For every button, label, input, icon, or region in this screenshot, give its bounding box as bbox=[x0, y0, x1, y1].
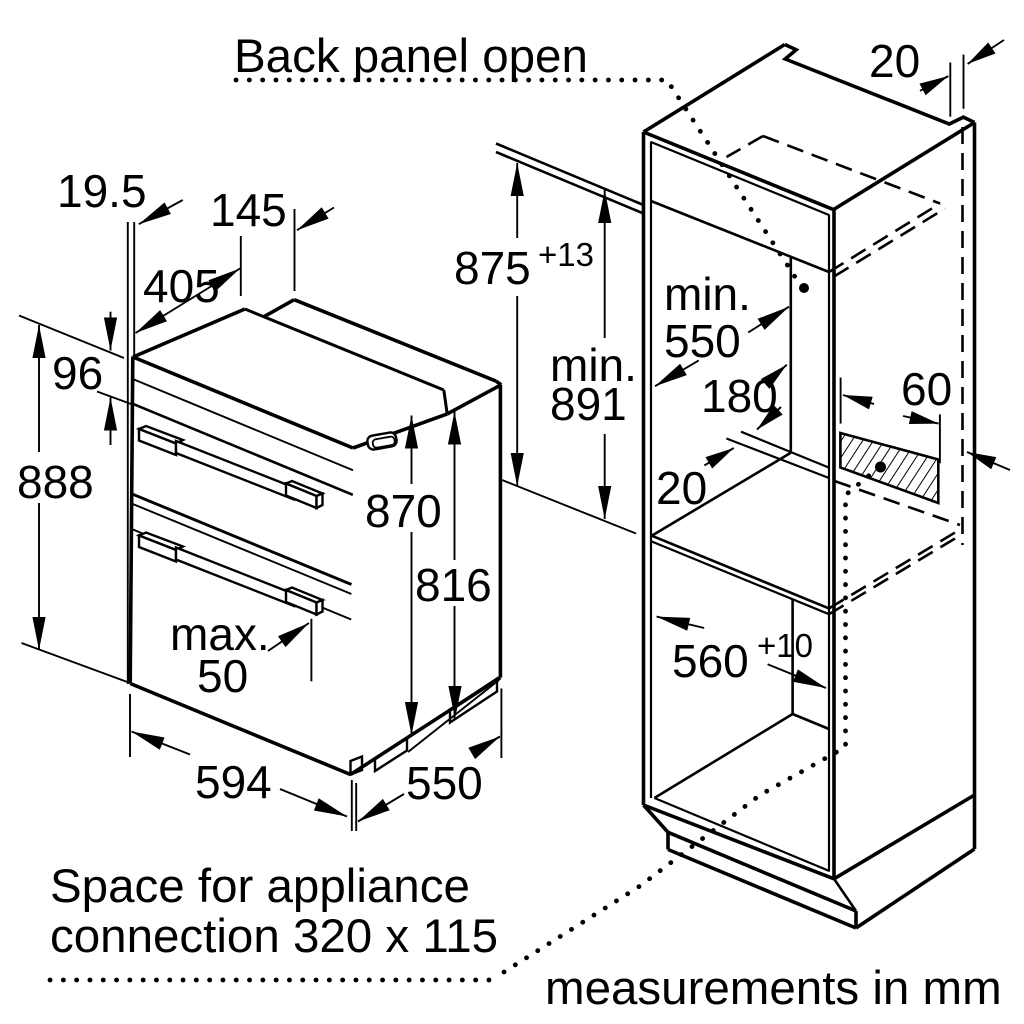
svg-text:550: 550 bbox=[664, 315, 741, 367]
svg-text:min.: min. bbox=[664, 268, 751, 320]
svg-text:+10: +10 bbox=[757, 627, 813, 664]
svg-text:891: 891 bbox=[550, 378, 627, 430]
svg-text:875: 875 bbox=[454, 242, 531, 294]
svg-text:145: 145 bbox=[210, 184, 287, 236]
svg-text:96: 96 bbox=[52, 347, 103, 399]
svg-text:816: 816 bbox=[415, 559, 492, 611]
svg-text:19.5: 19.5 bbox=[57, 165, 147, 217]
svg-text:550: 550 bbox=[406, 757, 483, 809]
svg-text:Back panel open: Back panel open bbox=[234, 30, 588, 83]
svg-text:60: 60 bbox=[901, 363, 952, 415]
svg-text:888: 888 bbox=[17, 456, 94, 508]
svg-text:max.: max. bbox=[170, 608, 270, 660]
svg-text:594: 594 bbox=[195, 756, 272, 808]
svg-text:50: 50 bbox=[197, 650, 248, 702]
svg-text:20: 20 bbox=[656, 462, 707, 514]
svg-text:180: 180 bbox=[701, 370, 778, 422]
svg-text:560: 560 bbox=[672, 635, 749, 687]
svg-text:min.: min. bbox=[550, 339, 637, 391]
svg-text:20: 20 bbox=[869, 35, 920, 87]
svg-text:Space for appliance: Space for appliance bbox=[50, 860, 470, 913]
svg-text:+13: +13 bbox=[538, 236, 594, 273]
svg-text:measurements in mm: measurements in mm bbox=[545, 962, 1002, 1015]
svg-text:870: 870 bbox=[365, 485, 442, 537]
svg-text:connection 320 x 115: connection 320 x 115 bbox=[50, 910, 498, 963]
svg-text:405: 405 bbox=[143, 260, 220, 312]
